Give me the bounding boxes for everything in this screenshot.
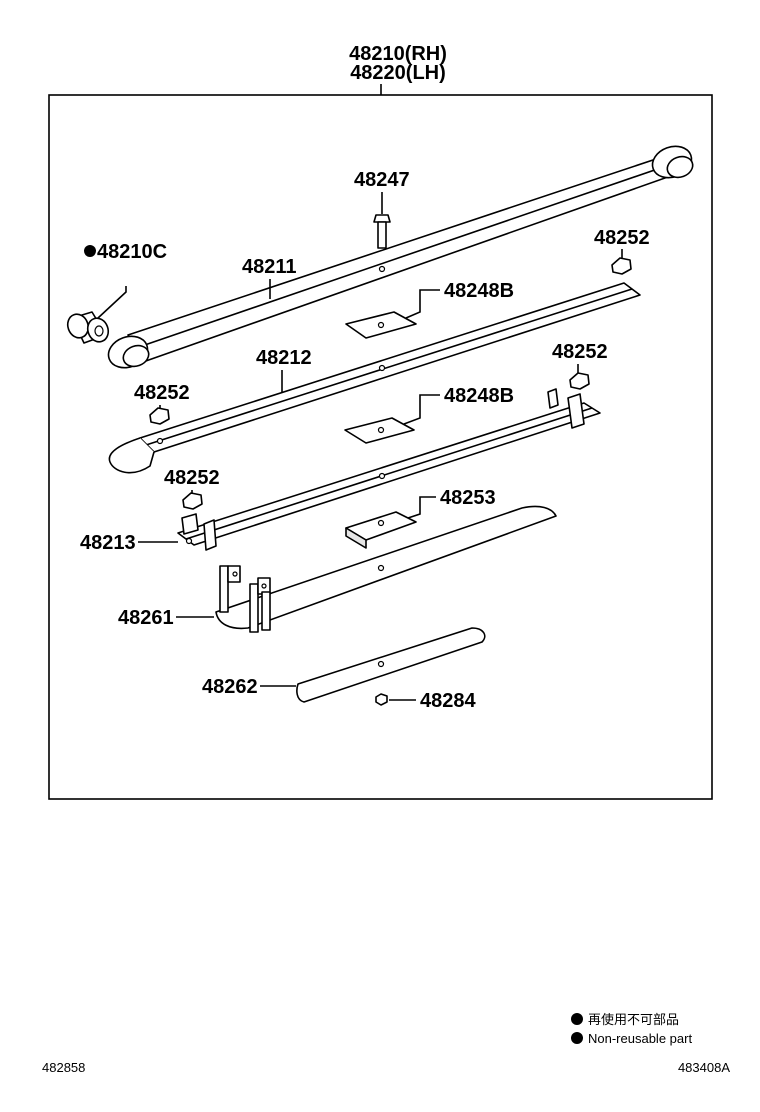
nut-48284[interactable]: [375, 693, 388, 706]
legend-marker-japanese: [571, 1013, 583, 1025]
legend-marker-english: [571, 1032, 583, 1044]
leaf-48211[interactable]: [104, 141, 696, 373]
label-48213[interactable]: 48213: [80, 532, 136, 554]
bolt-48247[interactable]: [373, 214, 391, 249]
clip-pad-48252-b[interactable]: [149, 407, 170, 425]
clip-pad-48252-a[interactable]: [611, 257, 632, 275]
label-48252-b[interactable]: 48252: [134, 382, 190, 404]
legend-english: Non-reusable part: [588, 1031, 692, 1046]
pad-48248B-upper-hole: [377, 321, 385, 329]
label-48248B-upper[interactable]: 48248B: [444, 280, 514, 302]
spacer-48253[interactable]: [345, 511, 417, 549]
leaf-48213[interactable]: [177, 388, 601, 551]
label-48211[interactable]: 48211: [242, 256, 297, 278]
leaf-48212[interactable]: [108, 282, 641, 474]
clip-pad-48252-c[interactable]: [569, 372, 590, 390]
label-48284[interactable]: 48284: [420, 690, 476, 712]
label-48252-a[interactable]: 48252: [594, 227, 650, 249]
footer-right-code: 483408A: [678, 1060, 730, 1075]
assembly-label-rh[interactable]: 48210(RH): [349, 43, 447, 65]
leaf-48261[interactable]: [215, 505, 557, 633]
leaf-48262[interactable]: [296, 627, 486, 703]
legend-japanese: 再使用不可部品: [588, 1012, 679, 1027]
label-48247[interactable]: 48247: [354, 169, 410, 191]
assembly-label-lh[interactable]: 48220(LH): [350, 62, 446, 84]
label-48252-c[interactable]: 48252: [552, 341, 608, 363]
footer-left-code: 482858: [42, 1060, 85, 1075]
label-48212[interactable]: 48212: [256, 347, 312, 369]
label-48248B-lower[interactable]: 48248B: [444, 385, 514, 407]
label-48253[interactable]: 48253: [440, 487, 496, 509]
pad-48248B-lower-hole: [377, 426, 385, 434]
clip-pad-48252-d[interactable]: [182, 492, 203, 510]
label-48261[interactable]: 48261: [118, 607, 174, 629]
label-48262[interactable]: 48262: [202, 676, 258, 698]
label-48252-d[interactable]: 48252: [164, 467, 220, 489]
diagram-frame: [48, 94, 713, 800]
non-reusable-marker: [84, 245, 96, 257]
bushing-48210C[interactable]: [64, 311, 111, 344]
label-48210C[interactable]: 48210C: [97, 241, 167, 263]
